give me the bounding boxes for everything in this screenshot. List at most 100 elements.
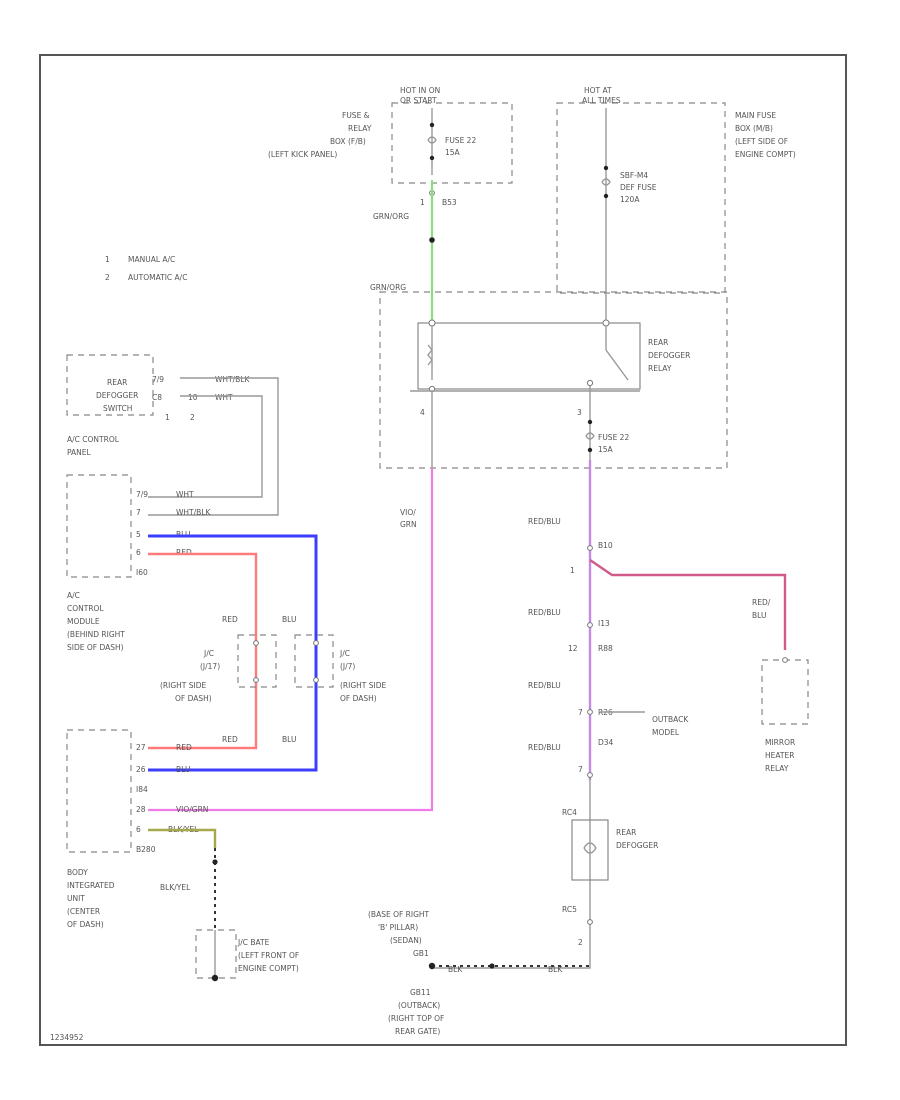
acm-pin4: 6 (136, 548, 141, 557)
rear-def-relay-3: RELAY (648, 364, 672, 373)
relay-terminal (602, 319, 610, 327)
jc-left-box (237, 634, 277, 688)
rear-defogger-switch-box (66, 354, 154, 416)
rds-num1: 1 (165, 413, 170, 422)
base-2: 'B' PILLAR) (378, 923, 418, 932)
relay-terminal (586, 379, 594, 387)
red-blu-1: RED/BLU (528, 517, 561, 526)
ground-2-dot (428, 962, 436, 970)
mirror-relay-terminal (782, 657, 788, 663)
jc-left-3: (RIGHT SIDE (160, 681, 207, 690)
body-integrated-unit-box (66, 729, 132, 853)
jc-terminal (313, 677, 319, 683)
fuse22-label: FUSE 22 (445, 136, 476, 145)
jc-terminal (253, 640, 259, 646)
gb11-2: (OUTBACK) (398, 1001, 440, 1010)
jc-terminal (313, 640, 319, 646)
biu-wire1: RED (176, 743, 192, 752)
splice-dot (587, 447, 593, 453)
relay-switch (605, 349, 629, 381)
rear-def-relay-2: DEFOGGER (648, 351, 690, 360)
biu-label-4: (CENTER (67, 907, 100, 916)
acm-pin1: 7/9 (136, 490, 148, 499)
legend-1-num: 1 (105, 255, 110, 264)
conn-d34: D34 (598, 738, 614, 747)
acm-wire2: WHT/BLK (176, 508, 211, 517)
splice-dot (212, 859, 218, 865)
conn-i13: I13 (598, 619, 610, 628)
acm-label-5: SIDE OF DASH) (67, 643, 124, 652)
base-3: (SEDAN) (390, 936, 422, 945)
j-red: RED (222, 615, 238, 624)
b10-terminal (587, 545, 593, 551)
fuse22b-symbol (585, 432, 595, 440)
red-blu-2: RED/BLU (528, 608, 561, 617)
mirror-heater-relay-box (761, 659, 809, 725)
ground1-1: J/C BATE (237, 938, 270, 947)
rds-pin3: 10 (188, 393, 198, 402)
mirror-2: HEATER (765, 751, 794, 760)
conn-r88-pin: 12 (568, 644, 578, 653)
biu-label-3: UNIT (67, 894, 85, 903)
def-fuse-symbol (601, 178, 611, 186)
i13-terminal (587, 622, 593, 628)
acm-label-2: CONTROL (67, 604, 104, 613)
ground-1-box (195, 929, 237, 979)
jc-left-1: J/C (203, 649, 214, 658)
hot-in-on: HOT IN ON (400, 86, 440, 95)
splice-dot (603, 193, 609, 199)
relay-terminal (428, 319, 436, 327)
biu-label-1: BODY (67, 868, 88, 877)
sbf-m4: SBF-M4 (620, 171, 648, 180)
rdef-1: REAR (616, 828, 636, 837)
splice-dot (587, 419, 593, 425)
blk-yel-label: BLK/YEL (160, 883, 191, 892)
splice-dot (489, 963, 495, 969)
conn-b10: B10 (598, 541, 613, 550)
biu-pin1: 27 (136, 743, 146, 752)
relay-pin-a: 4 (420, 408, 425, 417)
biu-pin4: 6 (136, 825, 141, 834)
acp-label-1: A/C CONTROL (67, 435, 120, 444)
legend-2-num: 2 (105, 273, 110, 282)
main-fuse-box-label-1: MAIN FUSE (735, 111, 776, 120)
mirror-1: MIRROR (765, 738, 795, 747)
acm-pin3: 5 (136, 530, 141, 539)
conn-r26-pin: 7 (578, 708, 583, 717)
red-blu-r2: BLU (752, 611, 766, 620)
rds-num2: 2 (190, 413, 195, 422)
gb11-1: GB11 (410, 988, 431, 997)
rdef-2: DEFOGGER (616, 841, 658, 850)
biu-wire3: VIO/GRN (176, 805, 208, 814)
biu-conn2: B280 (136, 845, 156, 854)
relay-pin-b: 3 (577, 408, 582, 417)
biu-label-2: INTEGRATED (67, 881, 115, 890)
vio-grn-2: GRN (400, 520, 417, 529)
grn-org-2: GRN/ORG (370, 283, 406, 292)
wire-defogger-ground (432, 965, 591, 969)
ground1-2: (LEFT FRONT OF (238, 951, 299, 960)
acm-label-3: MODULE (67, 617, 100, 626)
vio-grn-1: VIO/ (400, 508, 416, 517)
b53: B53 (442, 198, 457, 207)
ground-1-dot (211, 974, 219, 982)
biu-label-5: OF DASH) (67, 920, 104, 929)
rds-label-2: DEFOGGER (96, 391, 138, 400)
wire-rds-2 (148, 395, 263, 498)
rdef-pin: 2 (578, 938, 583, 947)
ground1-3: ENGINE COMPT) (238, 964, 299, 973)
wire-blk-yel (148, 828, 217, 848)
main-fuse-box-label-2: BOX (M/B) (735, 124, 773, 133)
biu-wire2: BLU (176, 765, 190, 774)
legend-2: AUTOMATIC A/C (128, 273, 187, 282)
grn-org-1: GRN/ORG (373, 212, 409, 221)
fuse22-symbol (427, 136, 437, 144)
relay-coil-symbol (427, 344, 433, 366)
legend-1: MANUAL A/C (128, 255, 175, 264)
fuse22b-amp: 15A (598, 445, 614, 454)
rds-wire1: WHT/BLK (215, 375, 250, 384)
fuse-relay-box-label-1: FUSE & (342, 111, 370, 120)
wire-rds-1 (148, 377, 279, 516)
all-times: ALL TIMES (582, 96, 621, 105)
